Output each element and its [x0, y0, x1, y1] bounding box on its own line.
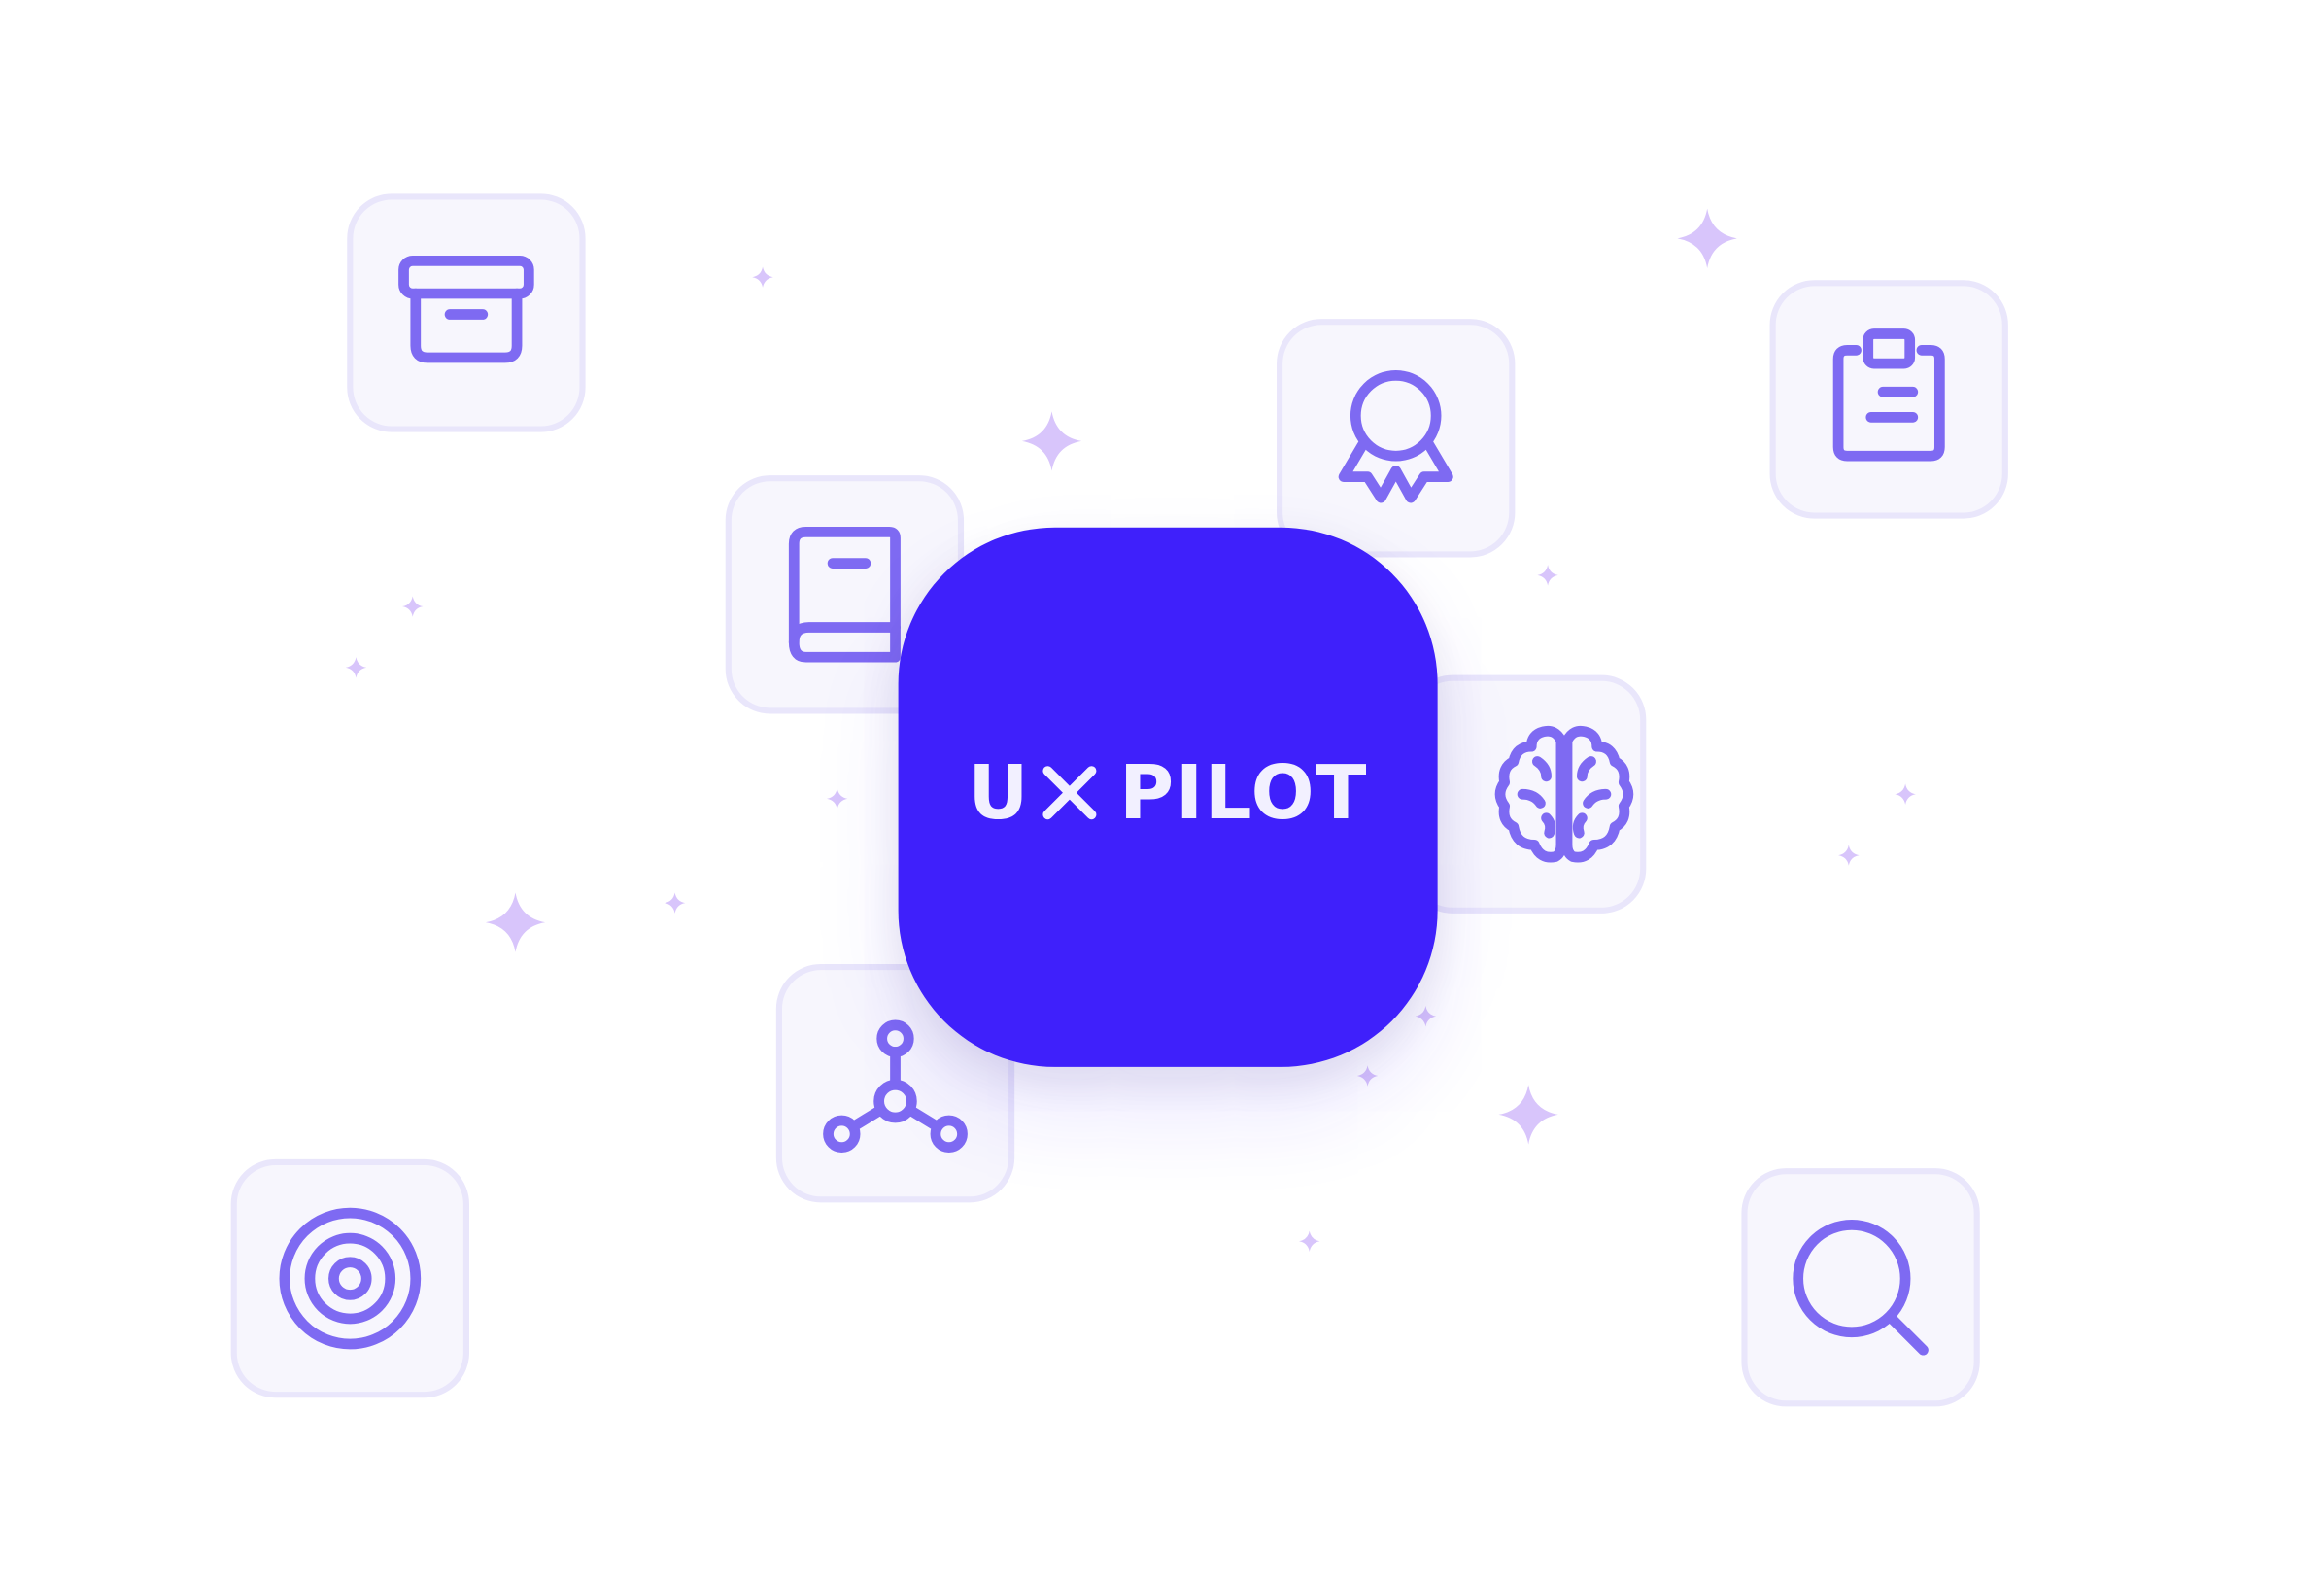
tile-target [230, 1158, 469, 1398]
sparkle-icon [1356, 1065, 1379, 1087]
clipboard-icon [1832, 328, 1945, 462]
tile-archive [347, 193, 586, 432]
sparkle-icon [485, 892, 546, 952]
sparkle-icon [1895, 783, 1916, 805]
sparkle-icon [1498, 1085, 1558, 1145]
sparkle-icon [345, 657, 367, 678]
search-icon [1793, 1220, 1929, 1356]
sparkle-icon [664, 892, 686, 914]
target-icon [279, 1207, 422, 1350]
sparkle-icon [1415, 1005, 1437, 1027]
sparkle-icon [752, 266, 773, 288]
archive-box-icon [398, 255, 534, 363]
x-mark-icon [1042, 766, 1097, 820]
tile-clipboard [1769, 280, 2008, 519]
brand-logo: U PILOT [968, 749, 1368, 836]
network-nodes-icon [823, 1019, 968, 1154]
sparkle-icon [1299, 1230, 1320, 1252]
logo-card: U PILOT [898, 527, 1438, 1067]
sparkle-icon [1021, 411, 1082, 471]
brand-name-part-1: U [968, 749, 1031, 837]
tile-award [1277, 319, 1516, 558]
award-ribbon-icon [1338, 370, 1453, 503]
brain-icon [1494, 725, 1634, 863]
brand-name-part-2: PILOT [1119, 749, 1369, 837]
book-icon [788, 527, 901, 663]
tile-brain [1407, 674, 1647, 914]
sparkle-icon [1838, 845, 1860, 866]
sparkle-icon [401, 596, 424, 617]
tile-search [1741, 1168, 1980, 1407]
sparkle-icon [1537, 565, 1558, 586]
sparkle-icon [1677, 208, 1737, 268]
sparkle-icon [826, 788, 848, 810]
